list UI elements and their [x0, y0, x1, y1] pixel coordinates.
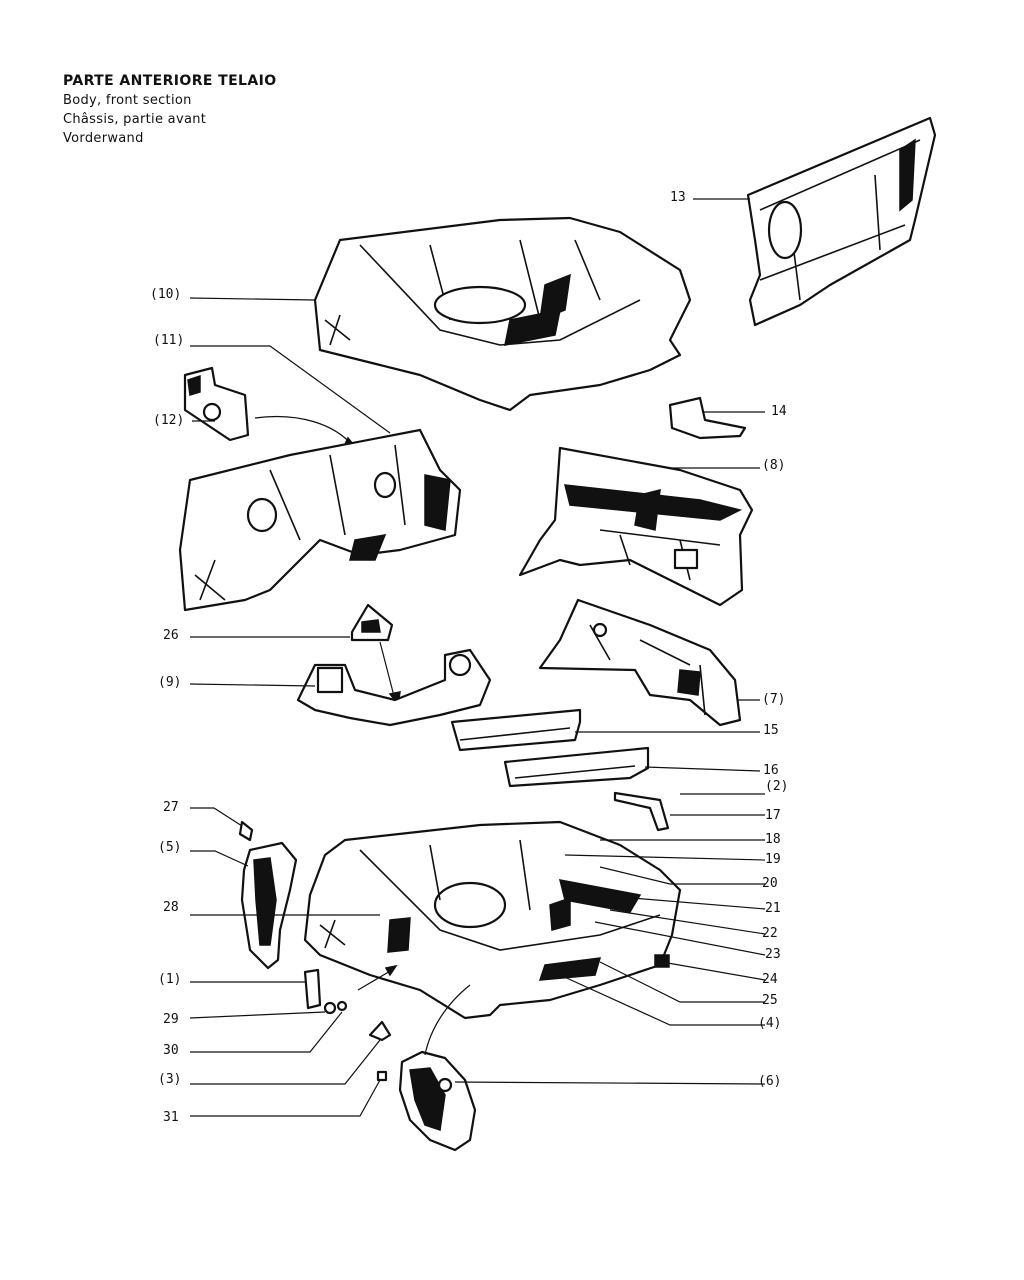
part-27-bolt: [238, 820, 254, 842]
part-30-washer: [336, 1000, 348, 1012]
part-17-strap: [613, 791, 670, 832]
callout-6: (6): [758, 1074, 782, 1089]
callout-2: (2): [765, 779, 789, 794]
callout-7: (7): [762, 692, 786, 707]
title-italian: PARTE ANTERIORE TELAIO: [63, 73, 277, 89]
part-10-front-assembly: [313, 216, 692, 412]
callout-11: (11): [153, 333, 185, 348]
title-block: PARTE ANTERIORE TELAIO Body, front secti…: [63, 72, 277, 148]
callout-10: (10): [150, 287, 182, 302]
arrow-to-28: [357, 969, 393, 991]
callout-13: 13: [670, 190, 686, 205]
arrow-26-to-9: [379, 641, 396, 701]
part-8-panel: [518, 446, 754, 607]
part-31-screw: [376, 1070, 388, 1082]
part-9-crossmember: [296, 648, 492, 727]
callout-27: 27: [163, 800, 179, 815]
part-13-front-frame: [746, 116, 937, 327]
callout-21: 21: [765, 901, 781, 916]
callout-17: 17: [765, 808, 781, 823]
part-main-lower-assembly: [303, 820, 682, 1020]
part-16-rail: [503, 746, 650, 788]
callout-18: 18: [765, 832, 781, 847]
callout-14: 14: [771, 404, 787, 419]
callout-1: (1): [158, 972, 182, 987]
leader-lines: [189, 198, 766, 1117]
part-6-mud-guard: [398, 1050, 477, 1152]
arrow-6-to-body: [424, 984, 471, 1056]
part-26-clip: [350, 603, 394, 642]
callout-12: (12): [153, 413, 185, 428]
part-29-nut: [323, 1001, 337, 1015]
part-11-firewall: [178, 428, 462, 612]
callout-15: 15: [763, 723, 779, 738]
callout-4: (4): [758, 1016, 782, 1031]
title-french: Châssis, partie avant: [63, 112, 207, 127]
callout-25: 25: [762, 993, 778, 1008]
callout-23: 23: [765, 947, 781, 962]
callout-28: 28: [163, 900, 179, 915]
part-5-arch-panel: [240, 841, 298, 970]
callout-19: 19: [765, 852, 781, 867]
callout-31: 31: [163, 1110, 179, 1125]
part-1-bracket: [303, 968, 322, 1010]
callout-5: (5): [158, 840, 182, 855]
part-7-side-panel: [538, 598, 742, 727]
callout-30: 30: [163, 1043, 179, 1058]
arrow-12-to-11: [254, 415, 353, 446]
part-12-bracket: [183, 366, 250, 442]
callout-26: 26: [163, 628, 179, 643]
callout-9: (9): [158, 675, 182, 690]
callout-29: 29: [163, 1012, 179, 1027]
callout-8: (8): [762, 458, 786, 473]
callout-22: 22: [762, 926, 778, 941]
callout-24: 24: [762, 972, 778, 987]
callout-20: 20: [762, 876, 778, 891]
part-14-bracket: [668, 396, 747, 440]
callout-16: 16: [763, 763, 779, 778]
callout-3: (3): [158, 1072, 182, 1087]
title-english: Body, front section: [63, 93, 192, 108]
title-german: Vorderwand: [63, 131, 144, 146]
part-3-plate: [368, 1020, 392, 1042]
part-15-rail: [450, 708, 582, 752]
